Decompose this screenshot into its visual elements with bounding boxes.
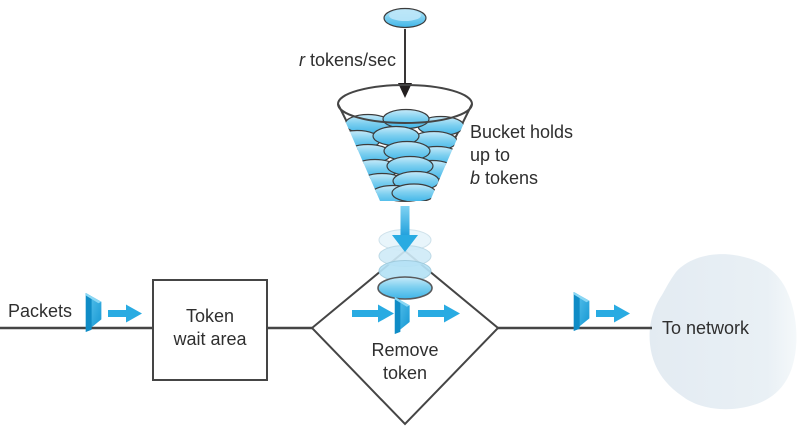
token-drop-arrow-icon bbox=[392, 206, 418, 252]
token-wait-area-box bbox=[152, 279, 268, 381]
bucket-funnel-icon bbox=[336, 84, 473, 202]
remove-token-label-line1: Remove bbox=[371, 340, 438, 360]
bucket-caption-line2: up to bbox=[470, 145, 510, 165]
remove-token-flow bbox=[352, 297, 460, 334]
bucket-caption-line1: Bucket holds bbox=[470, 122, 573, 142]
to-network-label: To network bbox=[662, 318, 750, 338]
flow-arrow-icon bbox=[596, 304, 630, 323]
wait-area-label-line1: Token bbox=[186, 306, 234, 326]
flow-arrow-icon bbox=[418, 304, 460, 323]
packet-icon bbox=[85, 293, 102, 332]
network-cloud-icon bbox=[649, 254, 797, 410]
token-rate-arrow-icon bbox=[398, 29, 412, 98]
packet-icon bbox=[573, 292, 590, 331]
token-source-icon bbox=[383, 7, 427, 29]
remove-token-label-line2: token bbox=[383, 363, 427, 383]
flow-arrow-icon bbox=[352, 304, 394, 323]
token-drop-stack-icon bbox=[377, 229, 433, 300]
wait-area-label-line2: wait area bbox=[172, 329, 247, 349]
packets-label: Packets bbox=[8, 301, 72, 321]
flow-arrow-icon bbox=[108, 304, 142, 323]
